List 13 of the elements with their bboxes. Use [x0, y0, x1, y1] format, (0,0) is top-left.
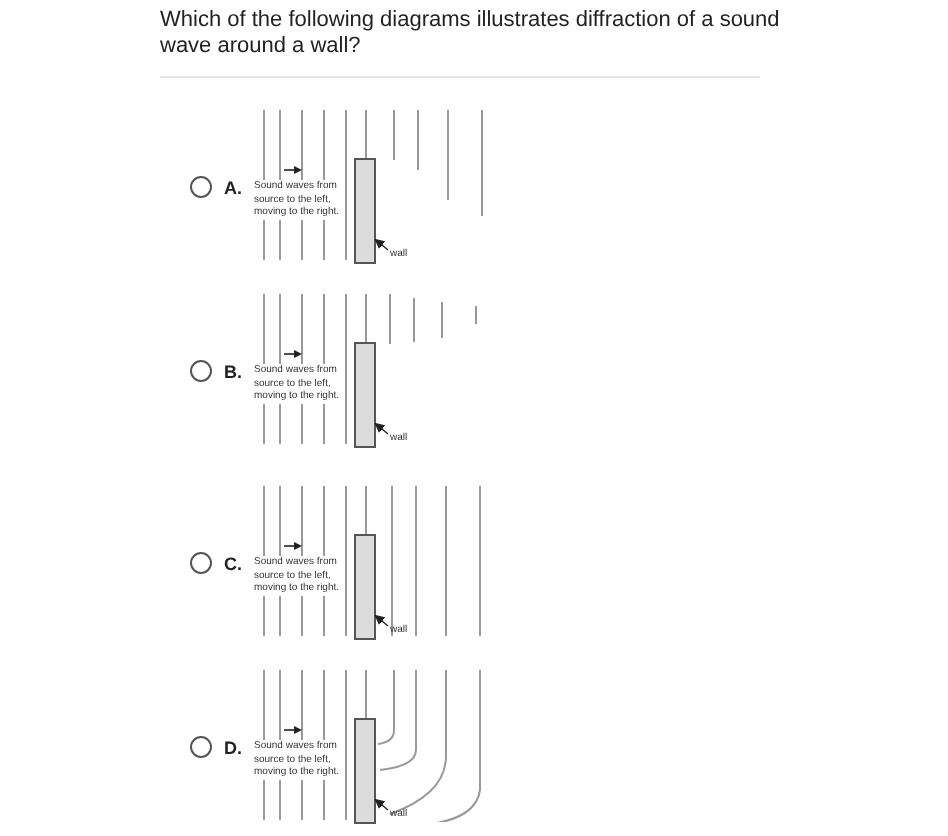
- option-letter: C.: [224, 554, 242, 574]
- leader-line: [374, 798, 389, 811]
- wall-rectangle: [354, 534, 376, 640]
- wall-rectangle: [354, 718, 376, 824]
- leader-line: [374, 422, 389, 435]
- option-letter: A.: [224, 178, 242, 198]
- wall-rectangle: [354, 342, 376, 448]
- question-text: Which of the following diagrams illustrates diffraction of a sound wave around a wall?: [160, 8, 782, 60]
- leader-line: [374, 614, 389, 627]
- option-letter: D.: [224, 738, 242, 758]
- leader-line: [374, 238, 389, 251]
- wall-rectangle: [354, 158, 376, 264]
- option-letter: B.: [224, 362, 242, 382]
